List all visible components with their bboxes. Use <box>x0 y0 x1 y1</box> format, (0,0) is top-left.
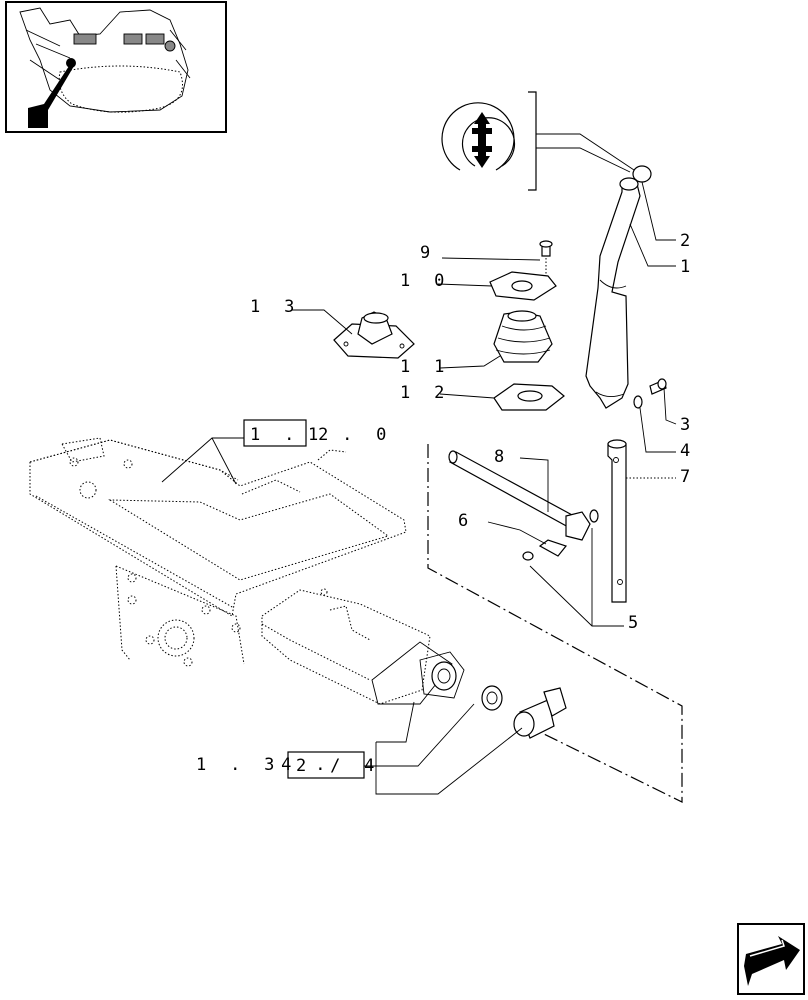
gear-lever-assembly <box>585 165 667 603</box>
next-page-arrow-icon[interactable] <box>737 923 805 995</box>
mounting-plate-12 <box>493 383 565 411</box>
rear-pivot-housing <box>261 588 567 739</box>
ref-b-prefix: 1 . 34 . <box>196 755 332 775</box>
assembly-boundary <box>427 444 683 803</box>
ref-a-rest: 1 . 0 <box>308 425 393 445</box>
location-thumbnail <box>5 1 227 133</box>
callout-10: 1 0 <box>400 271 451 291</box>
callout-13: 1 3 <box>250 297 301 317</box>
callout-7: 7 <box>680 467 697 487</box>
pin-6-and-clip-5 <box>522 539 568 561</box>
callout-11: 1 1 <box>400 357 451 377</box>
reference-1-2-1-0: 1 . 2 1 . 0 <box>161 419 393 485</box>
reference-1-34-2-4: 1 . 34 . 2 / 4 <box>196 701 523 795</box>
ref-a-boxed: 1 . 2 <box>250 425 335 445</box>
shift-rod-8 <box>448 450 599 541</box>
callout-8: 8 <box>494 447 511 467</box>
shift-pattern-symbol-icon <box>441 91 537 191</box>
callout-4: 4 <box>680 441 697 461</box>
callout-1: 1 <box>680 257 697 277</box>
screw-and-plate-10 <box>489 240 557 301</box>
callout-6: 6 <box>458 511 475 531</box>
ref-b-boxed: 2 / 4 <box>296 756 381 776</box>
callout-2: 2 <box>680 231 697 251</box>
callout-5: 5 <box>628 613 645 633</box>
transmission-housing <box>29 437 407 667</box>
callout-12: 1 2 <box>400 383 451 403</box>
lever-cover-13 <box>333 311 415 359</box>
callout-3: 3 <box>680 415 697 435</box>
callout-9: 9 <box>420 243 437 263</box>
rubber-boot-11 <box>493 310 553 363</box>
